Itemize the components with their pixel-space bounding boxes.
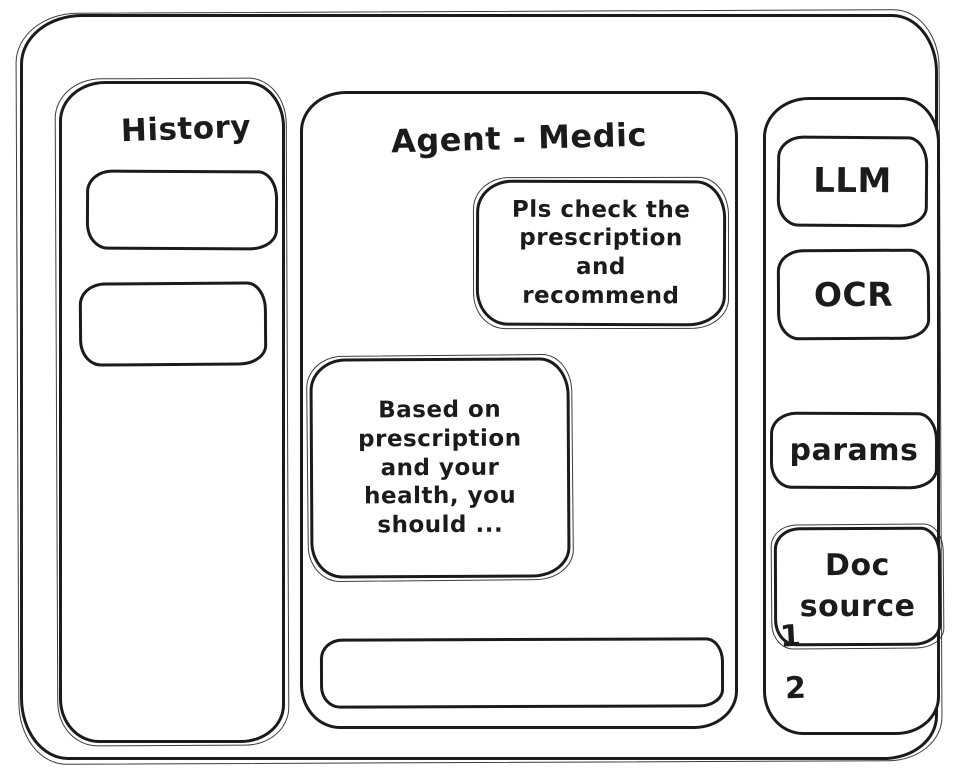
app-window: History Agent - Medic Pls check the pres…: [20, 14, 942, 760]
ocr-button-label: OCR: [813, 274, 894, 315]
params-button[interactable]: params: [769, 411, 939, 490]
chat-title: Agent - Medic: [390, 115, 648, 161]
llm-button[interactable]: LLM: [776, 135, 929, 228]
doc-source-item[interactable]: 1: [779, 618, 803, 655]
tools-panel: LLM OCR params Doc source 1 2: [763, 97, 942, 735]
chat-input[interactable]: [319, 637, 725, 709]
params-button-label: params: [789, 432, 919, 468]
assistant-message-bubble: Based on prescription and your health, y…: [309, 357, 571, 579]
assistant-message-text: Based on prescription and your health, y…: [358, 396, 522, 539]
user-message-bubble: Pls check the prescription and recommend: [475, 179, 727, 327]
ocr-button[interactable]: OCR: [776, 248, 931, 341]
history-item[interactable]: [78, 281, 268, 367]
chat-panel: Agent - Medic Pls check the prescription…: [300, 91, 738, 729]
doc-source-item[interactable]: 2: [784, 670, 807, 707]
llm-button-label: LLM: [813, 160, 892, 202]
history-panel: History: [59, 81, 285, 743]
doc-source-button-label: Doc source: [799, 547, 916, 624]
user-message-text: Pls check the prescription and recommend: [511, 196, 691, 310]
history-item[interactable]: [85, 169, 279, 251]
doc-source-list: 1 2: [779, 618, 807, 707]
history-title: History: [120, 108, 252, 150]
